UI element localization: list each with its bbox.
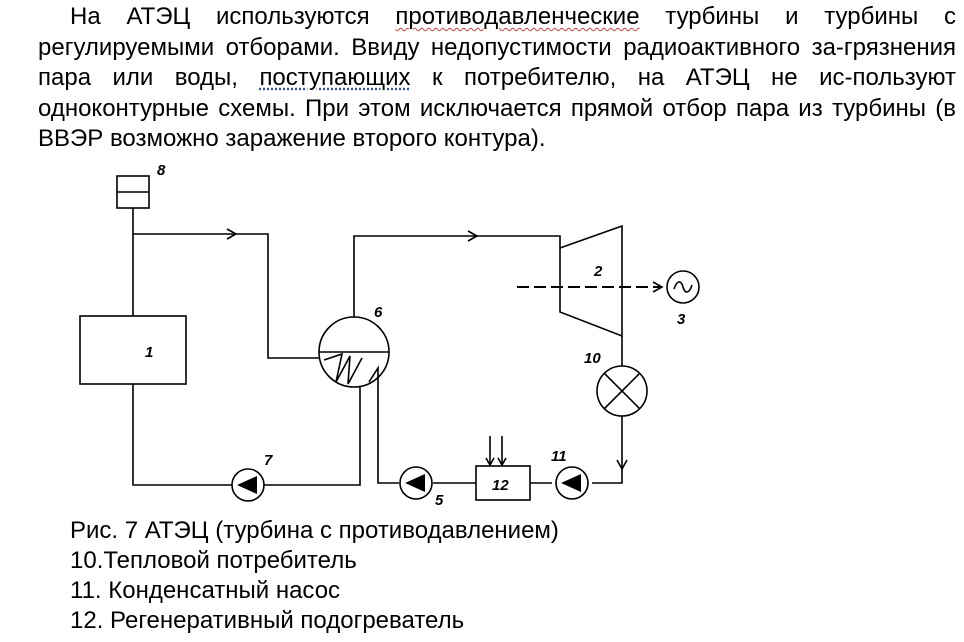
label-6: 6: [374, 304, 383, 321]
atec-scheme-diagram: 8 1 6 2 3 10 7 5 12 11: [79, 162, 700, 509]
caption-title: Рис. 7 АТЭЦ (турбина с противодавлением): [70, 517, 559, 544]
flow-arrow-icon: [616, 459, 628, 471]
steam-generator-6: [318, 316, 390, 388]
flow-arrow-icon: [467, 230, 479, 242]
condensate-line-right: [592, 416, 623, 484]
paragraph-text-1: На АТЭЦ используются: [70, 3, 396, 30]
label-8: 8: [157, 162, 166, 179]
figure-caption: Рис. 7 АТЭЦ (турбина с противодавлением)…: [70, 516, 559, 636]
steam-line: [353, 235, 561, 317]
generator-3: [666, 270, 700, 304]
paragraph-text-2: турбины и турбины с регулируемыми отбора…: [38, 3, 956, 91]
label-10: 10: [584, 350, 601, 367]
main-circulation-pump-7: [231, 468, 265, 502]
caption-item-11: 11. Конденсатный насос: [70, 577, 341, 604]
feed-pump-5: [399, 466, 433, 500]
caption-item-12: 12. Регенеративный подогреватель: [70, 607, 465, 634]
paragraph-term-backpressure: противодавленческие: [395, 3, 640, 30]
condensate-pump-11: [555, 466, 589, 500]
label-12: 12: [492, 477, 509, 494]
pressurizer-8: [116, 175, 150, 209]
label-1: 1: [145, 344, 153, 361]
intro-paragraph: На АТЭЦ используются противодавленческие…: [38, 2, 956, 155]
paragraph-text-3: к потребителю, на АТЭЦ не ис-пользуют од…: [38, 64, 956, 152]
heat-consumer-10: [596, 365, 648, 417]
label-7: 7: [264, 452, 273, 469]
feedwater-line: [368, 365, 399, 484]
label-3: 3: [677, 311, 686, 328]
flow-arrow-icon: [226, 228, 238, 240]
shaft-arrow-icon: [652, 281, 664, 293]
caption-item-10: 10.Тепловой потребитель: [70, 547, 357, 574]
label-2: 2: [593, 263, 603, 280]
label-11: 11: [551, 448, 567, 465]
label-5: 5: [435, 492, 444, 509]
reactor-1: [79, 315, 187, 385]
paragraph-term-incoming: поступающих: [259, 64, 411, 91]
turbine-2: [559, 224, 623, 338]
